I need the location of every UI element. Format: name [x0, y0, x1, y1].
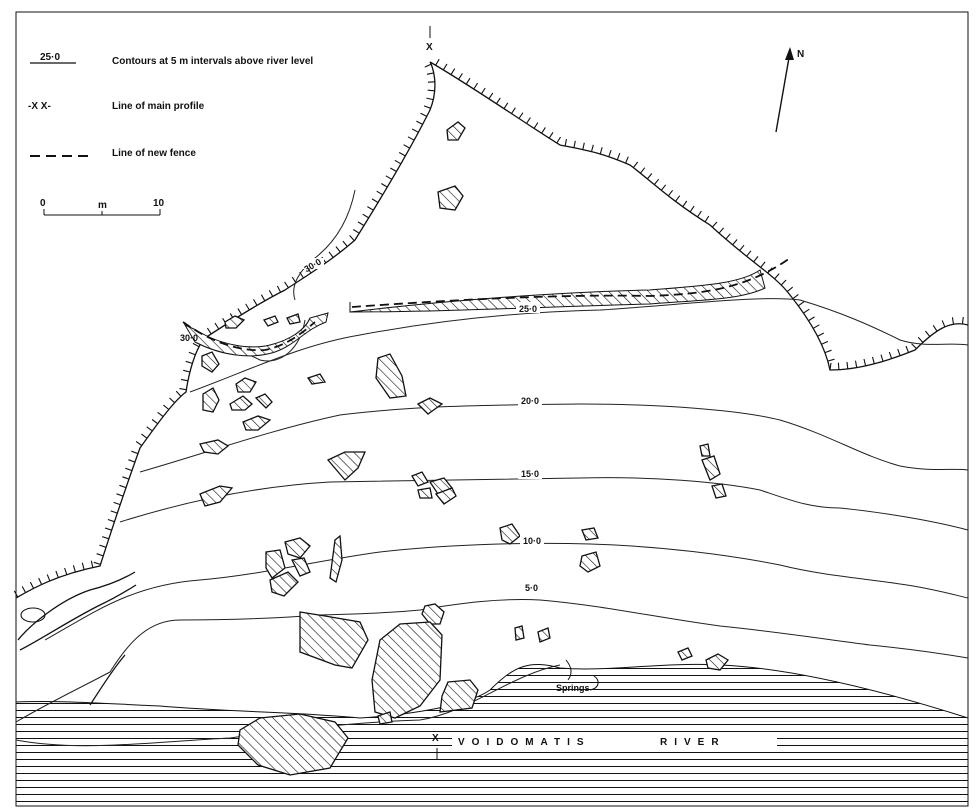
contour-30-upper [293, 189, 356, 301]
boulder [242, 415, 272, 431]
boulder [199, 439, 230, 455]
boulder [375, 353, 407, 399]
boulder [202, 387, 220, 413]
boulder [439, 679, 479, 713]
boulder [499, 523, 521, 545]
legend-profile-symbol: -X X- [28, 101, 51, 112]
river-label: VOIDOMATIS [458, 737, 591, 748]
boulder [377, 711, 393, 725]
boulder [286, 313, 301, 325]
boulder [537, 627, 551, 643]
boulder [699, 443, 711, 457]
boulder [229, 395, 253, 411]
contour-label-15: 15·0 [521, 469, 539, 479]
profile-marker-top: X [426, 26, 433, 53]
springs-label: Springs [556, 683, 590, 693]
contour-label-10: 10·0 [523, 536, 541, 546]
legend-fence-text: Line of new fence [112, 148, 196, 159]
contour-label-25: 25·0 [519, 304, 537, 314]
boulder [446, 121, 466, 141]
profile-marker-bottom: X [432, 733, 439, 760]
fence-left [183, 312, 329, 357]
svg-text:X: X [426, 42, 433, 53]
boulder [201, 351, 220, 373]
boulders [199, 121, 729, 776]
legend-profile-text: Line of main profile [112, 101, 205, 112]
boulder [437, 185, 464, 211]
boulder [705, 653, 729, 671]
boulder [711, 483, 727, 499]
scale-end: 10 [153, 198, 165, 209]
scale-start: 0 [40, 198, 46, 209]
boulder [421, 603, 445, 625]
boulder [701, 455, 721, 481]
boulder [326, 451, 366, 481]
legend: 25·0 Contours at 5 m intervals above riv… [28, 52, 313, 216]
north-label: N [797, 49, 804, 60]
lower-left-enclosure [17, 571, 136, 641]
scale-unit: m [98, 200, 107, 211]
boulder [237, 713, 349, 776]
boulder [299, 611, 369, 669]
boulder [254, 393, 273, 409]
legend-contour-text: Contours at 5 m intervals above river le… [112, 56, 313, 67]
boulder [263, 315, 279, 327]
cliff-hachures [13, 58, 964, 598]
contour-label-30-lower: 30·0 [180, 333, 198, 343]
river-word: RIVER [660, 737, 726, 748]
contour-label-5: 5·0 [525, 583, 538, 593]
cliff-edge [15, 61, 969, 599]
contour-20 [139, 403, 969, 473]
boulder [329, 534, 343, 584]
boulder [417, 487, 433, 499]
boulder [371, 621, 443, 719]
contour-10 [44, 542, 969, 641]
boulder [416, 397, 444, 415]
contour-15 [119, 477, 969, 531]
boulder [265, 549, 286, 579]
boulder [306, 373, 327, 385]
springs: Springs [556, 659, 599, 693]
boulder [434, 487, 457, 505]
contour-label-20: 20·0 [521, 396, 539, 406]
contour-labels: 30·0 30·0 25·0 20·0 15·0 10·0 5·0 [180, 257, 544, 593]
small-pool [20, 607, 46, 623]
boulder [284, 537, 311, 559]
lower-left-inner [19, 584, 137, 651]
cliff-hachure-ticks [13, 58, 964, 598]
boulder [579, 551, 601, 573]
north-arrow-head [785, 47, 794, 60]
svg-text:X: X [432, 733, 439, 744]
boulder [199, 485, 234, 507]
scale-bar: 0 m 10 [40, 198, 165, 216]
river-label-group: VOIDOMATIS RIVER [452, 734, 777, 748]
boulder [235, 377, 257, 393]
boulder [514, 625, 525, 641]
legend-contour-sample: 25·0 [40, 52, 60, 63]
boulder [677, 647, 693, 661]
fence-left-dashed [182, 321, 316, 352]
north-arrow: N [775, 47, 804, 133]
lower-left-bank [89, 654, 126, 706]
boulder [581, 527, 599, 541]
boulder [269, 571, 299, 597]
boulder [224, 315, 246, 329]
contour-25 [189, 298, 969, 393]
fence-line [349, 269, 766, 313]
boulder [291, 557, 311, 577]
boulder [411, 471, 429, 487]
